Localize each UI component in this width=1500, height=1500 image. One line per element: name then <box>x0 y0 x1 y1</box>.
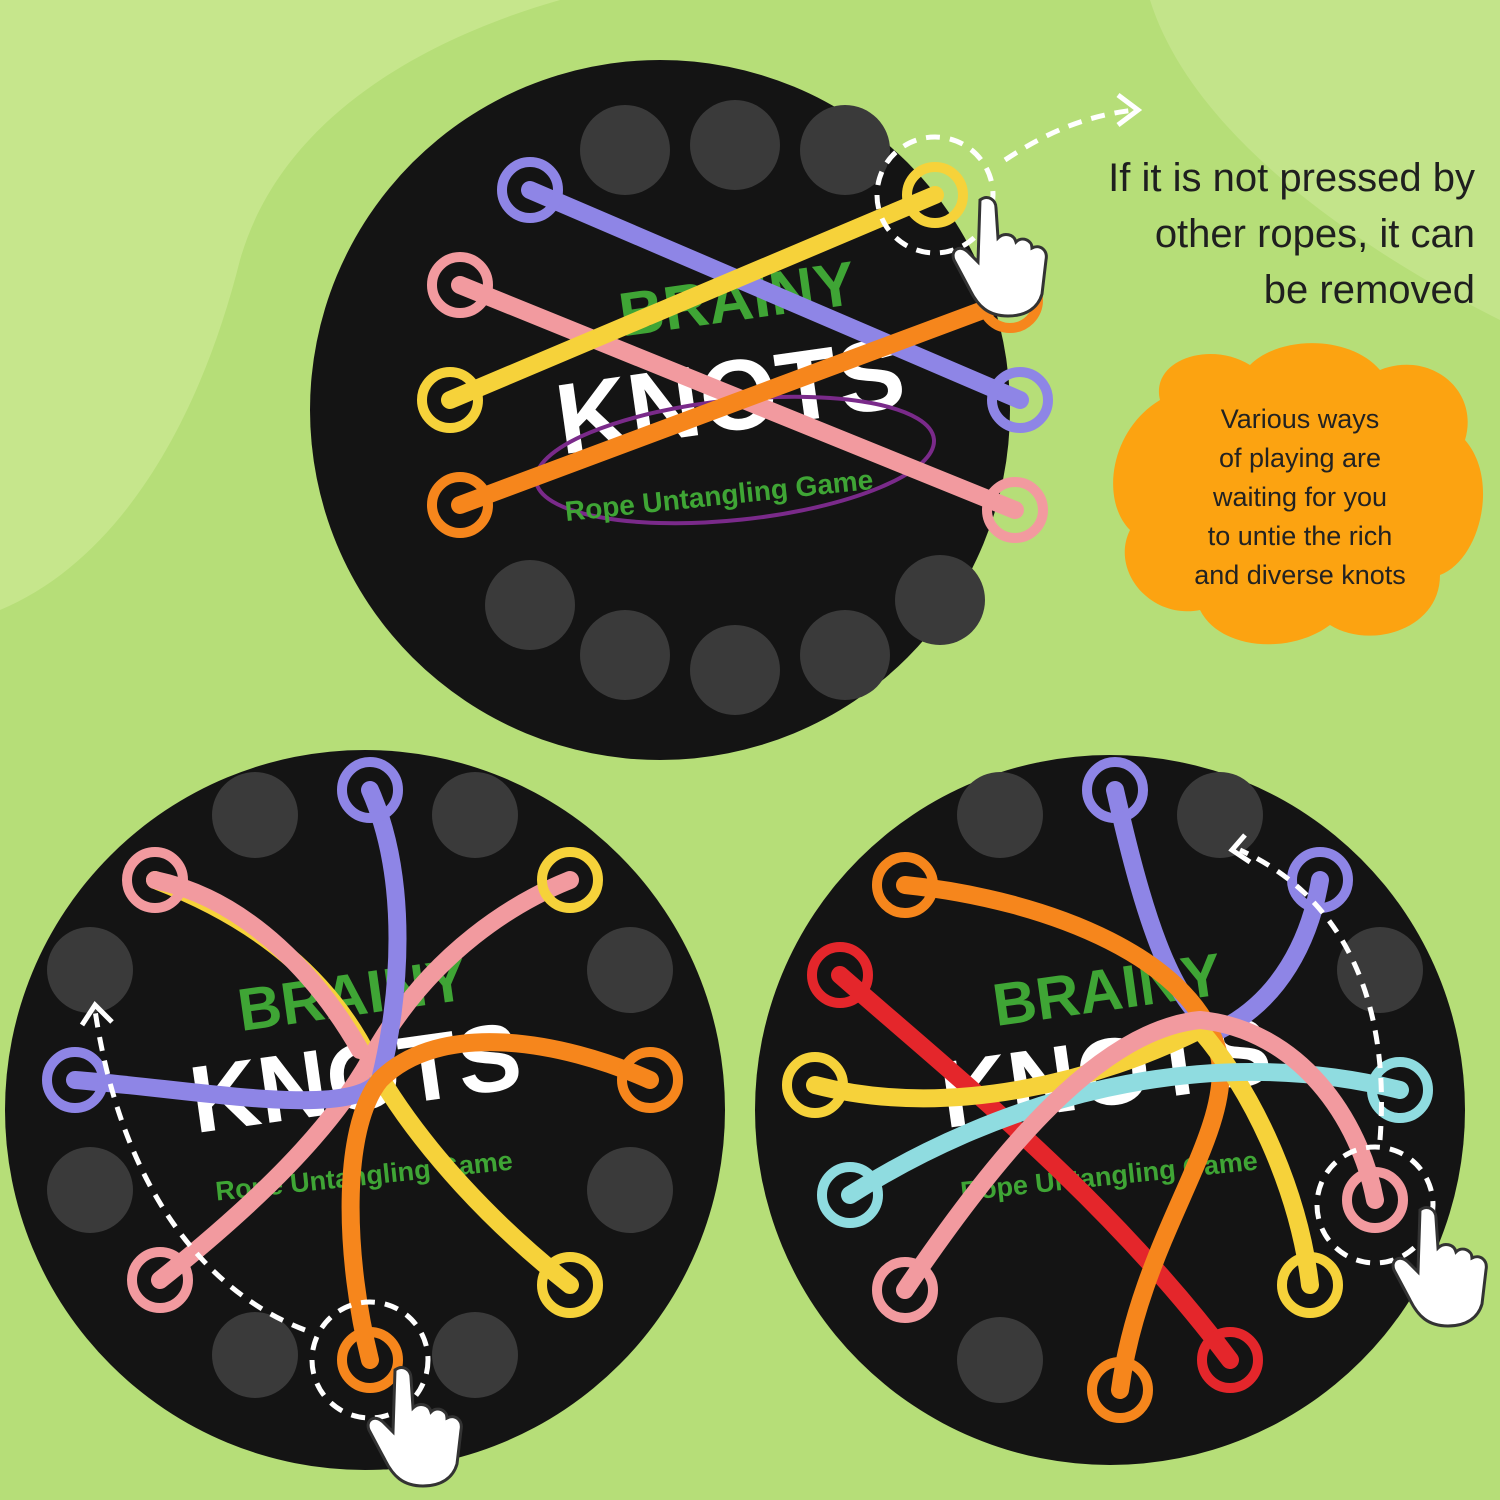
dashed-arrow-icon <box>1238 847 1384 1141</box>
cloud-bubble <box>1113 343 1484 645</box>
caption-line: If it is not pressed by <box>1108 156 1475 200</box>
cloud-line: to untie the rich <box>1207 521 1393 551</box>
cloud-line: and diverse knots <box>1194 560 1406 590</box>
empty-holes <box>485 100 985 715</box>
caption-removable: If it is not pressed by other ropes, it … <box>1108 150 1475 318</box>
background-blob <box>0 0 560 610</box>
dashed-arrow-icon <box>1003 107 1136 163</box>
dashed-arrow-icon <box>92 1009 306 1333</box>
cloud-note: Various ways of playing are waiting for … <box>1150 400 1450 595</box>
background-blob <box>1150 0 1500 320</box>
caption-line: be removed <box>1263 268 1475 312</box>
cloud-line: Various ways <box>1220 404 1380 434</box>
cloud-line: of playing are <box>1218 443 1382 473</box>
cloud-line: waiting for you <box>1212 482 1388 512</box>
board-bottom-left: BRAINY KNOTS Rope Untangling Game <box>5 750 725 1488</box>
board-top: BRAINY KNOTS Rope Untangling Game <box>310 60 1143 760</box>
board-bottom-right: BRAINY KNOTS Rope Untangling Game <box>755 755 1488 1465</box>
caption-line: other ropes, it can <box>1154 212 1475 256</box>
